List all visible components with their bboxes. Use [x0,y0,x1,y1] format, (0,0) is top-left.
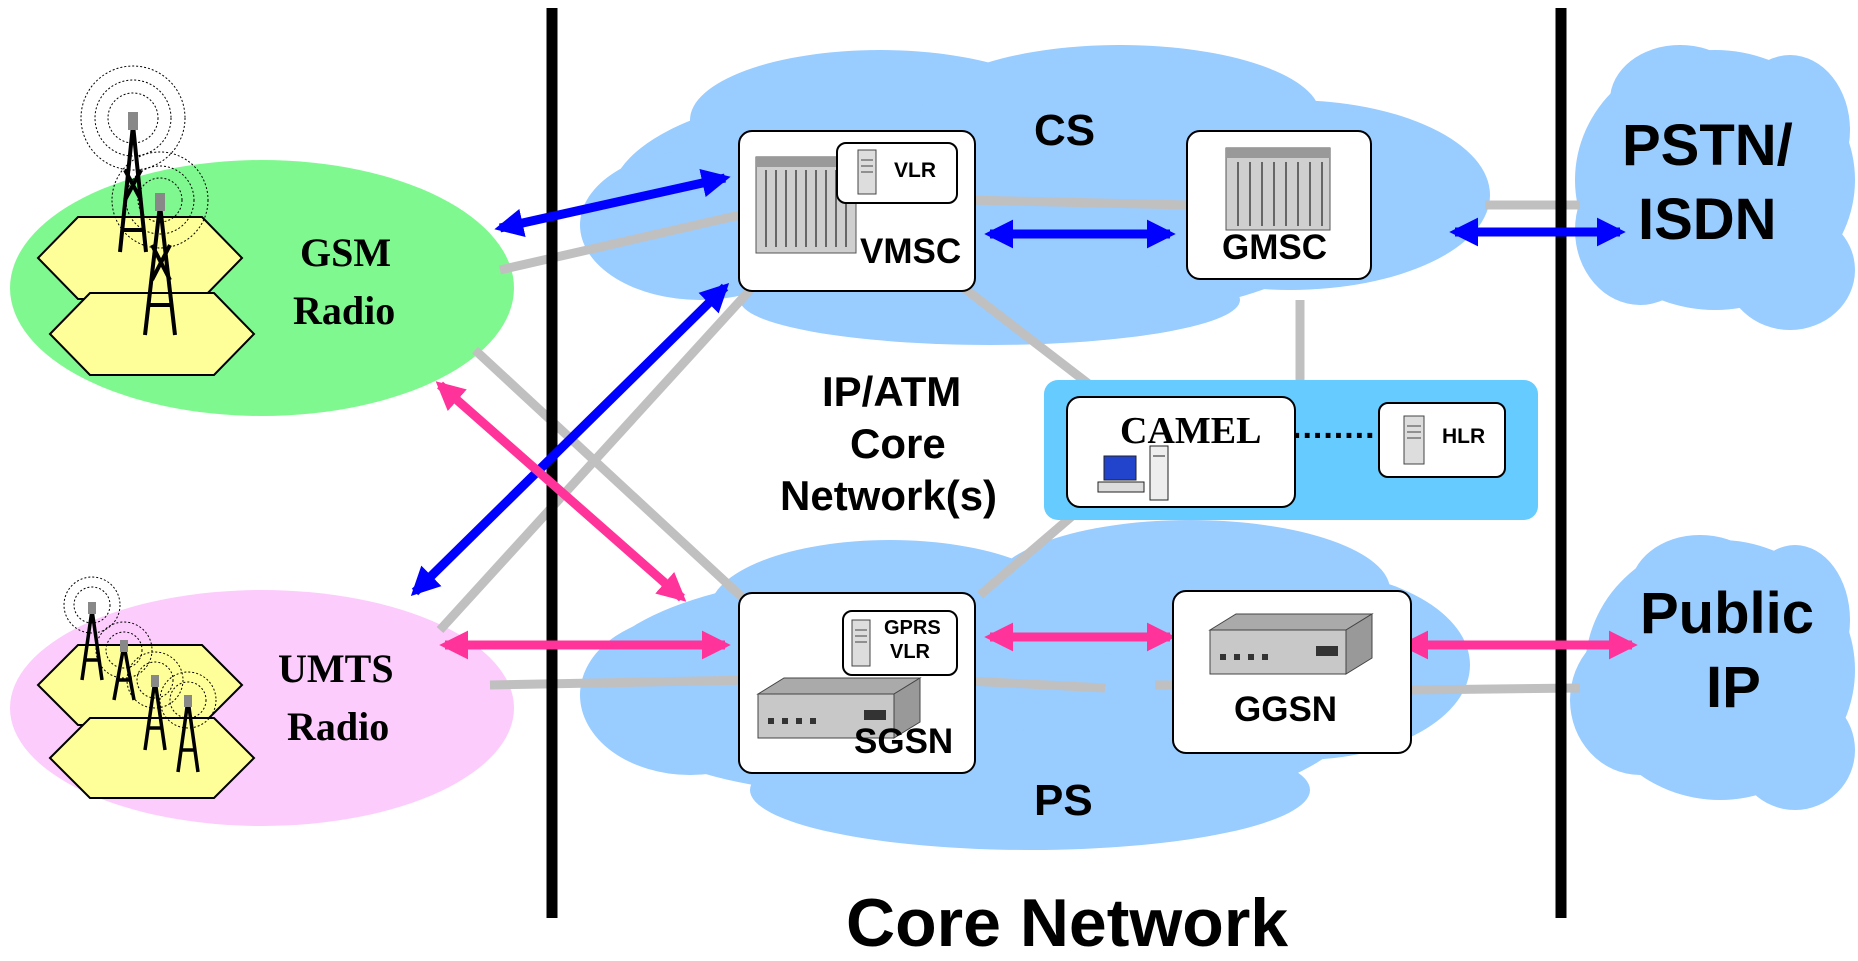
ps-label: PS [1034,776,1093,825]
gsm-radio-label-line2: Radio [293,288,396,333]
umts-tower-icon [63,576,217,773]
gsm-tower-icon [80,65,209,336]
public-ip-label-line2: IP [1706,655,1761,720]
pstn-label-line2: ISDN [1638,187,1777,252]
server-icon [857,149,877,195]
router-icon [1208,613,1374,675]
hlr-node: HLR [1378,402,1506,478]
gmsc-node: GMSC [1186,130,1372,280]
hlr-label: HLR [1442,425,1486,448]
gmsc-label: GMSC [1222,228,1327,267]
ggsn-label: GGSN [1234,690,1338,729]
gprs-vlr-node: GPRS VLR [842,610,958,676]
ipatm-label-line1: IP/ATM [822,368,962,415]
public-ip-label-line1: Public [1640,581,1815,646]
server-icon [1403,415,1425,465]
workstation-icon [1097,445,1169,501]
ggsn-node: GGSN [1172,590,1412,754]
gsm-cell-hexagons [36,216,256,376]
sgsn-label: SGSN [854,722,954,761]
vmsc-node: VLR VMSC [738,130,976,292]
camel-label: CAMEL [1120,410,1262,452]
router-icon [756,677,922,739]
arrow-gsm-sgsn [435,381,687,602]
server-icon [851,619,871,667]
vmsc-label: VMSC [860,232,962,271]
camel-hlr-dotted-link: ........ [1292,408,1376,446]
umts-radio-label-line2: Radio [287,704,390,749]
gprs-vlr-label-line1: GPRS [884,617,941,639]
pstn-label-line1: PSTN/ [1622,113,1793,178]
core-network-title: Core Network [846,885,1289,961]
pink-arrows [435,381,1638,660]
vlr-label: VLR [894,159,936,182]
switch-rack-icon [1225,147,1331,231]
gsm-radio-label-line1: GSM [300,230,392,275]
gprs-vlr-label-line2: VLR [890,641,930,663]
umts-radio-label-line1: UMTS [278,646,394,691]
public-ip-cloud [1570,535,1855,810]
ipatm-label-line2: Core [850,420,946,467]
camel-node: CAMEL [1066,396,1296,508]
ipatm-label-line3: Network(s) [780,472,998,519]
vlr-node: VLR [836,142,958,204]
umts-cell-hexagons [36,644,256,799]
cs-label: CS [1034,106,1096,155]
sgsn-node: GPRS VLR SGSN [738,592,976,774]
pstn-cloud [1575,45,1855,330]
arrow-gsm-vmsc [494,168,731,238]
